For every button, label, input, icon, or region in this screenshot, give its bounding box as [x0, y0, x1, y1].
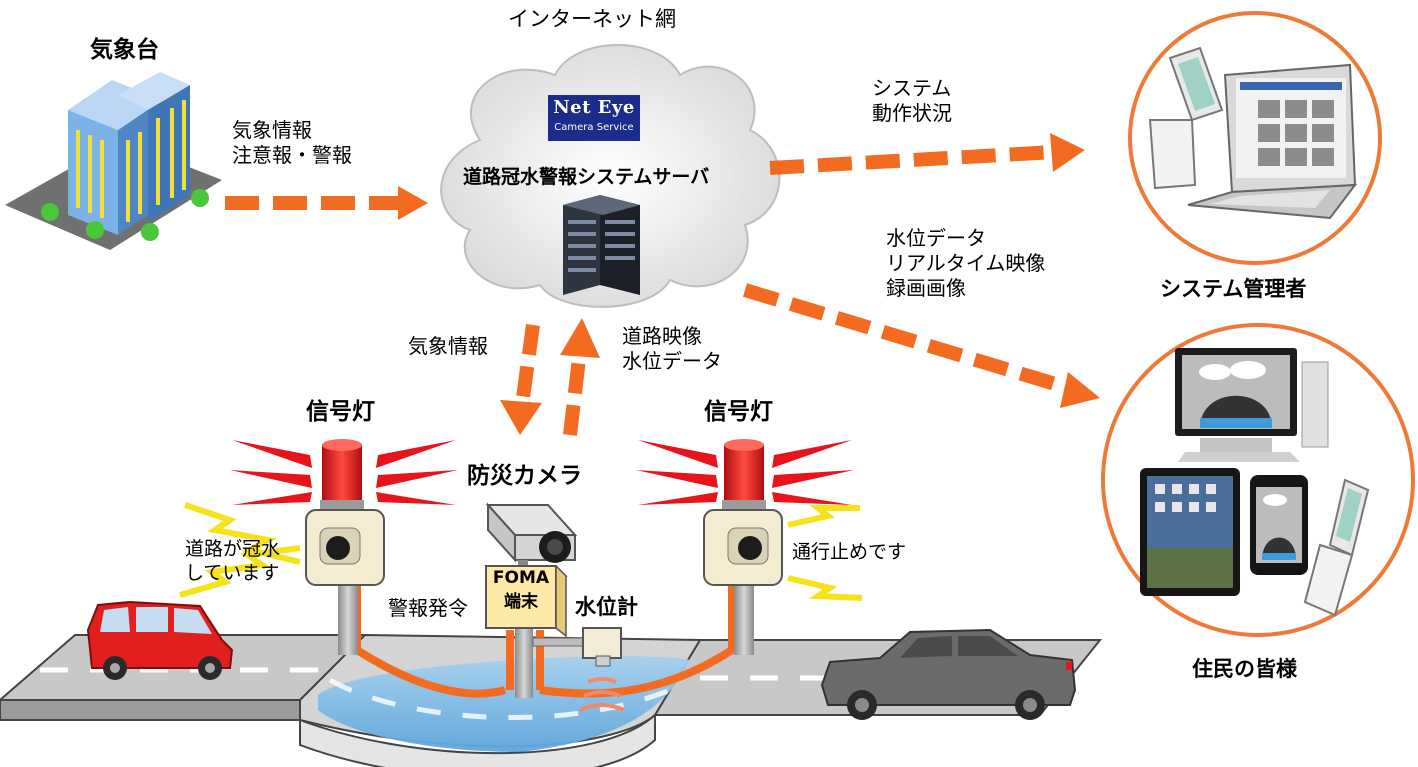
pole-left [338, 585, 358, 655]
desktop-pc-icon [1175, 348, 1329, 462]
gray-sedan-icon [820, 628, 1077, 720]
weather-info-warning-label: 気象情報 注意報・警報 [232, 118, 352, 167]
logo-main-text: Net Eye [553, 97, 635, 118]
flip-phone-icon [1148, 46, 1224, 190]
net-eye-logo: Net Eye Camera Service [548, 95, 640, 141]
camera-label: 防災カメラ [467, 463, 582, 489]
arrow-weather-to-server [225, 186, 428, 220]
foma-label: FOMA 端末 [486, 566, 564, 624]
system-status-label: システム 動作状況 [872, 76, 952, 125]
admin-label: システム管理者 [1160, 277, 1307, 301]
arrow-server-to-residents [742, 283, 1100, 408]
weather-info-down-label: 気象情報 [408, 334, 488, 358]
logo-sub-text: Camera Service [554, 122, 634, 133]
msg-left-label: 道路が冠水 しています [185, 538, 281, 584]
camera-icon [485, 502, 578, 568]
msg-right-label: 通行止めです [792, 541, 907, 563]
water-gauge-label: 水位計 [575, 595, 638, 619]
smartphone-icon [1250, 475, 1308, 575]
signal-right-label: 信号灯 [704, 399, 773, 425]
signal-light-left [230, 439, 458, 586]
internet-label: インターネット網 [508, 7, 676, 31]
flip-phone-icon [1303, 478, 1370, 617]
arrow-camera-to-server [560, 318, 600, 436]
pole-right [734, 585, 754, 655]
warning-rays-right [636, 440, 854, 505]
arrow-server-to-camera [500, 324, 542, 435]
red-van-icon [86, 600, 234, 680]
server-rack-icon [563, 195, 640, 295]
internet-cloud [440, 44, 781, 308]
arrow-server-to-admin [769, 133, 1085, 175]
signal-light-right [636, 439, 854, 586]
admin-circle [1128, 11, 1382, 265]
pole-center [515, 628, 533, 698]
building-icon [5, 72, 222, 250]
lightning-icon [179, 502, 863, 601]
foma-text: FOMA 端末 [492, 568, 550, 612]
road-video-up-label: 道路映像 水位データ [622, 324, 722, 373]
water-gauge-icon [532, 627, 625, 712]
server-label: 道路冠水警報システムサーバ [463, 166, 710, 188]
alarm-command-label: 警報発令 [388, 596, 468, 620]
weather-agency-label: 気象台 [90, 37, 159, 63]
foma-terminal-box [484, 564, 568, 638]
tablet-icon [1140, 468, 1240, 596]
residents-circle [1101, 323, 1415, 637]
laptop-icon [1187, 63, 1358, 220]
signal-left-label: 信号灯 [306, 399, 375, 425]
residents-label: 住民の皆様 [1192, 657, 1297, 681]
distribution-label: 水位データ リアルタイム映像 録画画像 [886, 226, 1046, 300]
warning-rays-left [230, 440, 458, 505]
